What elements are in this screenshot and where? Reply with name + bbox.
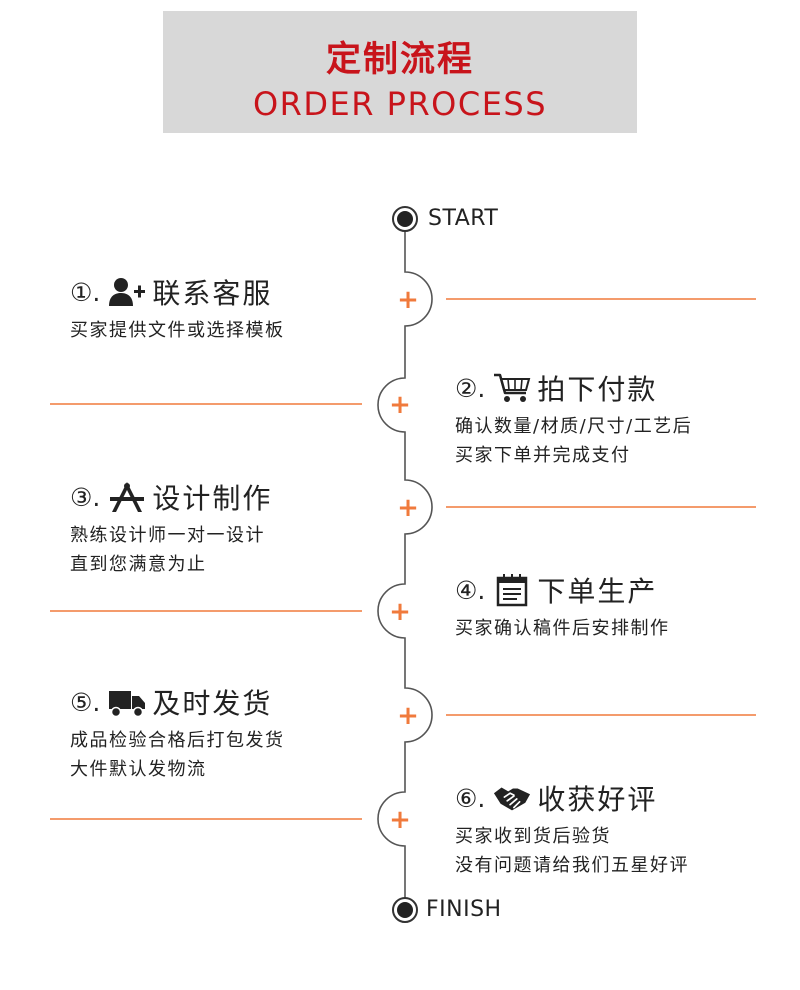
start-marker — [392, 206, 418, 232]
step-1: ①. 联系客服 买家提供文件或选择模板 — [70, 272, 285, 345]
timeline-line — [377, 222, 433, 908]
step-number: ②. — [455, 373, 486, 403]
handshake-icon — [493, 781, 531, 815]
step-number: ⑥. — [455, 783, 486, 813]
finish-label: FINISH — [426, 897, 502, 922]
step-title: 及时发货 — [152, 687, 273, 720]
step-description: 没有问题请给我们五星好评 — [455, 855, 689, 876]
plus-icon: + — [389, 390, 411, 420]
delivery-truck-icon — [108, 685, 146, 719]
step-description: 买家下单并完成支付 — [455, 445, 631, 466]
step-3: ③. 设计制作 熟练设计师一对一设计 直到您满意为止 — [70, 477, 272, 579]
step-number: ①. — [70, 277, 101, 307]
step-2: ②. 拍下付款 确认数量/材质/尺寸/工艺后 买家下单并完成支付 — [455, 368, 692, 470]
step-title: 拍下付款 — [537, 373, 658, 406]
plus-icon: + — [397, 285, 419, 315]
shopping-cart-icon — [493, 371, 531, 405]
step-description: 买家确认稿件后安排制作 — [455, 618, 670, 639]
header-title-cn: 定制流程 — [325, 40, 474, 80]
step-description: 熟练设计师一对一设计 — [70, 525, 265, 546]
step-title: 下单生产 — [537, 575, 658, 608]
plus-icon: + — [389, 805, 411, 835]
header-title-en: ORDER PROCESS — [252, 85, 548, 123]
plus-icon: + — [389, 597, 411, 627]
notepad-icon — [493, 573, 531, 607]
step-number: ④. — [455, 575, 486, 605]
step-description: 买家收到货后验货 — [455, 826, 611, 847]
step-number: ③. — [70, 482, 101, 512]
header-banner: 定制流程 ORDER PROCESS — [163, 11, 637, 133]
step-description: 直到您满意为止 — [70, 554, 207, 575]
step-4: ④. 下单生产 买家确认稿件后安排制作 — [455, 570, 670, 643]
step-description: 买家提供文件或选择模板 — [70, 320, 285, 341]
step-description: 大件默认发物流 — [70, 759, 207, 780]
start-label: START — [428, 206, 499, 231]
step-description: 成品检验合格后打包发货 — [70, 730, 285, 751]
finish-marker — [392, 897, 418, 923]
step-5: ⑤. 及时发货 成品检验合格后打包发货 大件默认发物流 — [70, 682, 285, 784]
step-6: ⑥. 收获好评 买家收到货后验货 没有问题请给我们五星好评 — [455, 778, 689, 880]
step-title: 设计制作 — [152, 482, 273, 515]
step-description: 确认数量/材质/尺寸/工艺后 — [455, 416, 693, 437]
add-user-icon — [108, 275, 146, 309]
plus-icon: + — [397, 493, 419, 523]
step-title: 联系客服 — [152, 277, 273, 310]
design-tools-icon — [108, 480, 146, 514]
step-number: ⑤. — [70, 687, 101, 717]
plus-icon: + — [397, 701, 419, 731]
step-title: 收获好评 — [537, 783, 658, 816]
